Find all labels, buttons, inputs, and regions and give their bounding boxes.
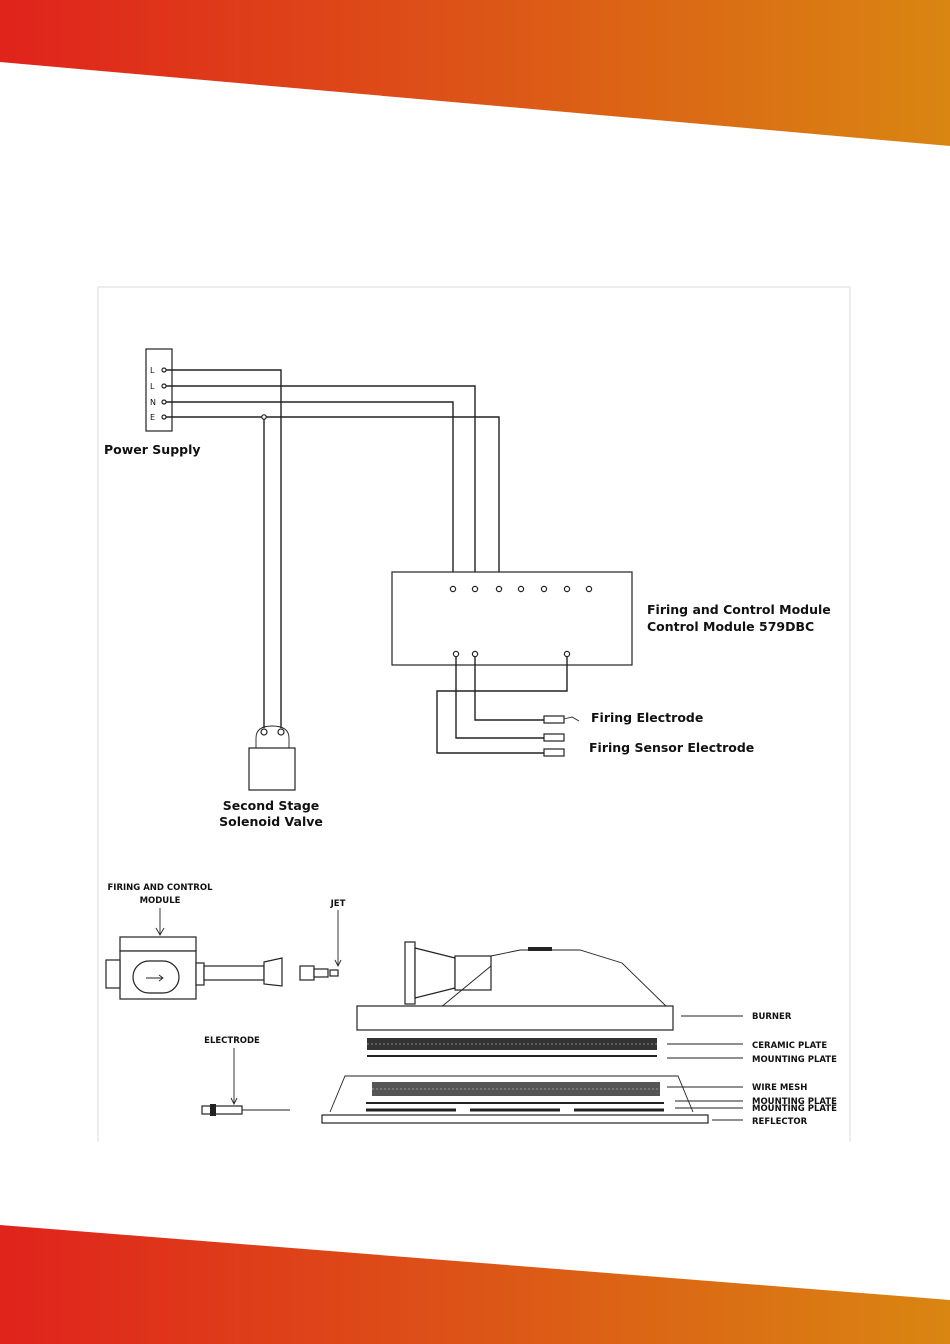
part-label-reflector: REFLECTOR [752, 1117, 808, 1127]
terminal-e: E [150, 413, 155, 422]
exploded-reflector [322, 1076, 708, 1123]
part-label-mounting-plate-3: MOUNTING PLATE [752, 1104, 837, 1114]
exploded-burner [357, 942, 673, 1030]
part-label-burner: BURNER [752, 1012, 792, 1022]
part-callouts [667, 1016, 743, 1120]
exploded-module-label-line2: MODULE [140, 896, 181, 906]
part-label-ceramic-plate: CERAMIC PLATE [752, 1041, 827, 1051]
part-label-mounting-plate: MOUNTING PLATE [752, 1055, 837, 1065]
firing-electrode-label: Firing Electrode [591, 710, 703, 725]
control-module [392, 572, 632, 665]
valve-label-line2: Solenoid Valve [219, 814, 323, 829]
electrode-wires [437, 656, 579, 756]
exploded-control-module [106, 908, 341, 999]
supply-wires [166, 370, 499, 728]
exploded-electrode [202, 1048, 290, 1116]
exploded-electrode-label: ELECTRODE [204, 1036, 260, 1046]
terminal-n: N [150, 398, 156, 407]
terminal-l2: L [150, 382, 155, 391]
jet-label: JET [330, 899, 346, 909]
part-label-wire-mesh: WIRE MESH [752, 1083, 807, 1093]
power-supply-block: L L N E [146, 349, 172, 431]
power-supply-label: Power Supply [104, 442, 201, 457]
valve-label-line1: Second Stage [223, 798, 320, 813]
exploded-module-label-line1: FIRING AND CONTROL [108, 883, 214, 893]
control-module-label-line1: Firing and Control Module [647, 602, 831, 617]
exploded-ceramic-plate [367, 1038, 657, 1056]
solenoid-valve [249, 726, 295, 790]
firing-sensor-label: Firing Sensor Electrode [589, 740, 754, 755]
terminal-l1: L [150, 366, 155, 375]
control-module-label-line2: Control Module 579DBC [647, 619, 814, 634]
